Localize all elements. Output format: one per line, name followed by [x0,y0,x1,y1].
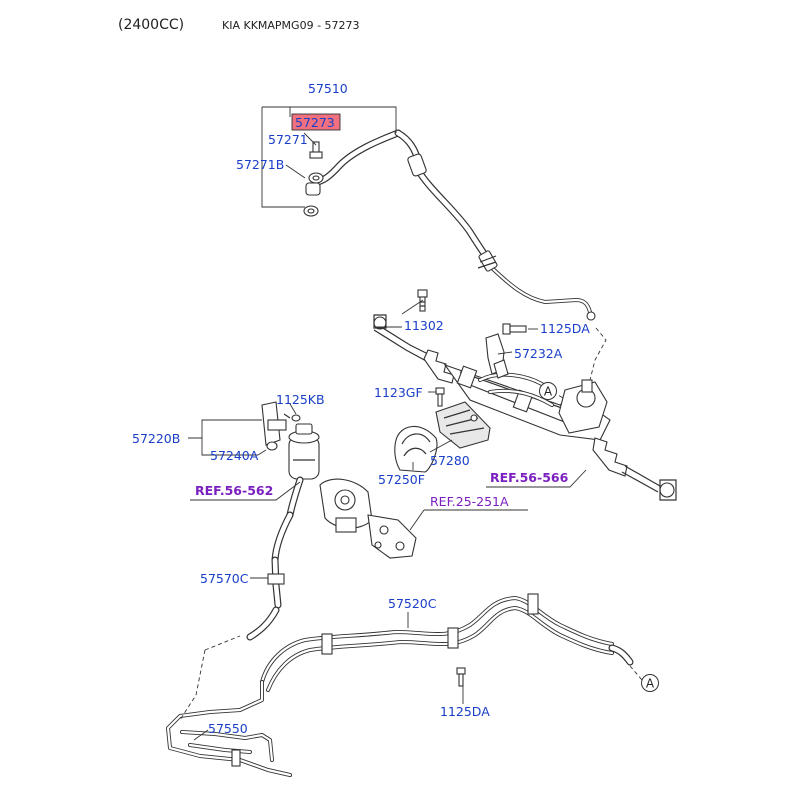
label-57232A[interactable]: 57232A [514,346,563,361]
engine-label: (2400CC) [118,17,185,33]
marker-a-bottom: A [641,674,659,692]
marker-a-bottom-label: A [646,677,655,691]
gasket-57271B[interactable] [303,205,319,217]
label-57271[interactable]: 57271 [268,132,308,147]
label-57273[interactable]: 57273 [295,115,335,130]
bolt-57273[interactable] [309,141,323,159]
label-57271B[interactable]: 57271B [236,157,284,172]
highlight-box [291,113,341,131]
label-57520C[interactable]: 57520C [388,596,437,611]
label-57280[interactable]: 57280 [430,453,470,468]
pressure-hose-57510[interactable] [311,129,596,321]
bracket-57240A[interactable] [261,401,287,451]
return-tube-57520C[interactable] [260,593,634,692]
ref-56-566[interactable]: REF.56-566 [490,470,569,485]
bolt-1125DA-bottom[interactable] [456,667,466,687]
pump-bracket[interactable] [367,514,417,559]
reservoir-57220B[interactable] [288,423,320,480]
gasket-57271[interactable] [305,172,324,196]
label-57220B[interactable]: 57220B [132,431,180,446]
label-57250F[interactable]: 57250F [378,472,425,487]
steering-gear-box[interactable] [373,314,677,501]
model-label: KIA KKMAPMG09 - 57273 [222,19,360,32]
label-57570C[interactable]: 57570C [200,571,249,586]
pump-assembly[interactable] [271,476,373,564]
cooler-tube-57550[interactable] [166,680,292,777]
dust-cover-57250F[interactable] [394,426,438,473]
bolt-1125DA-top[interactable] [502,323,527,335]
label-57240A[interactable]: 57240A [210,448,259,463]
ref-25-251A[interactable]: REF.25-251A [430,494,509,509]
label-1125DA-top[interactable]: 1125DA [540,321,590,336]
label-1125KB[interactable]: 1125KB [276,392,325,407]
bolt-1125KB[interactable] [283,413,301,422]
bolt-1123GF[interactable] [435,387,445,407]
heat-protector-57280[interactable] [435,401,491,449]
bolt-11302[interactable] [417,289,428,312]
bracket-57232A[interactable] [485,333,509,379]
label-57510[interactable]: 57510 [308,81,348,96]
label-57550[interactable]: 57550 [208,721,248,736]
ref-56-562[interactable]: REF.56-562 [195,483,273,498]
label-1123GF[interactable]: 1123GF [374,385,423,400]
marker-a-top-label: A [544,385,553,399]
label-11302[interactable]: 11302 [404,318,444,333]
return-hose-57570C[interactable] [246,556,285,641]
marker-a-top: A [539,382,557,400]
label-1125DA-bottom[interactable]: 1125DA [440,704,490,719]
